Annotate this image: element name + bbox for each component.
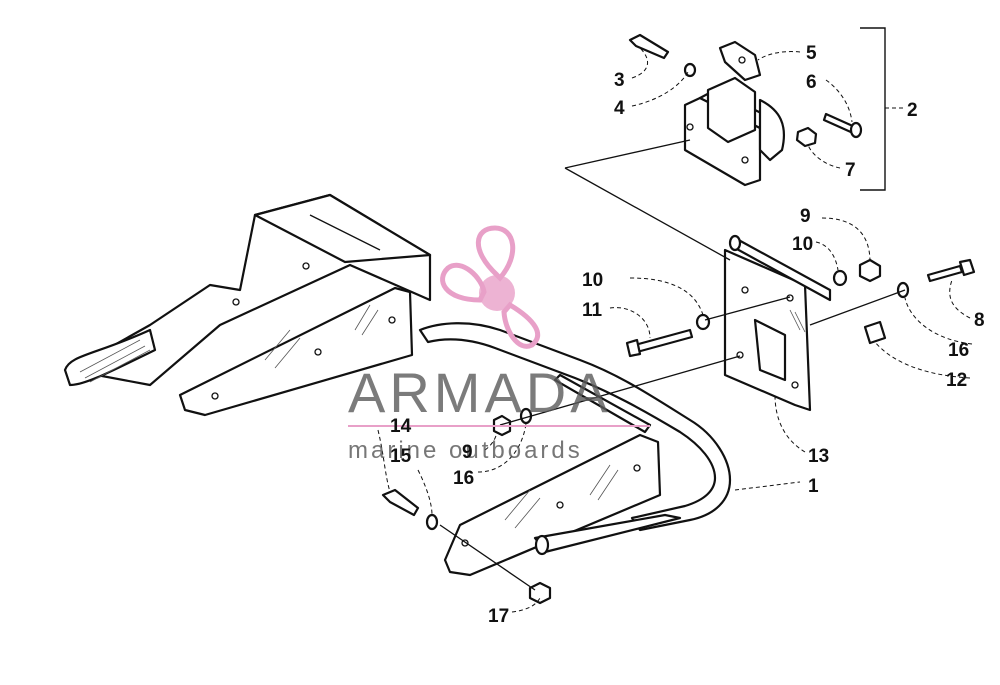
callout-4: 4 xyxy=(614,98,625,119)
callout-9-lower: 9 xyxy=(462,442,473,463)
left-gusset-plate xyxy=(178,286,414,417)
callout-5: 5 xyxy=(806,43,817,64)
callout-10-upper: 10 xyxy=(792,234,813,255)
callout-leaders xyxy=(377,27,973,613)
callout-3: 3 xyxy=(614,70,625,91)
callout-1: 1 xyxy=(808,476,819,497)
watermark-brand: ARMADA xyxy=(348,361,612,424)
fasteners xyxy=(381,33,976,605)
hitch-assembly xyxy=(683,40,786,187)
callout-12: 12 xyxy=(946,370,967,391)
callout-11: 11 xyxy=(582,300,603,321)
callout-2: 2 xyxy=(907,100,918,121)
watermark: ARMADA marine outboards xyxy=(348,225,650,464)
assembly-lines xyxy=(439,139,906,591)
callout-9-upper: 9 xyxy=(800,206,811,227)
callout-13: 13 xyxy=(808,446,829,467)
callout-14: 14 xyxy=(390,416,412,437)
watermark-tagline: marine outboards xyxy=(348,437,583,464)
propeller-logo-icon xyxy=(440,225,541,349)
callout-6: 6 xyxy=(806,72,817,93)
callout-16-right: 16 xyxy=(948,340,969,361)
callout-15: 15 xyxy=(390,446,412,467)
callout-8: 8 xyxy=(974,310,985,331)
callout-labels: 1 2 3 4 5 6 7 8 9 9 10 10 11 12 13 14 15… xyxy=(390,43,985,627)
callout-17: 17 xyxy=(488,606,509,627)
mounting-plate xyxy=(723,234,832,412)
lower-bracket xyxy=(443,433,682,577)
callout-16-lower: 16 xyxy=(453,468,474,489)
callout-10-left: 10 xyxy=(582,270,603,291)
left-support-bracket xyxy=(63,193,432,387)
callout-7: 7 xyxy=(845,160,856,181)
